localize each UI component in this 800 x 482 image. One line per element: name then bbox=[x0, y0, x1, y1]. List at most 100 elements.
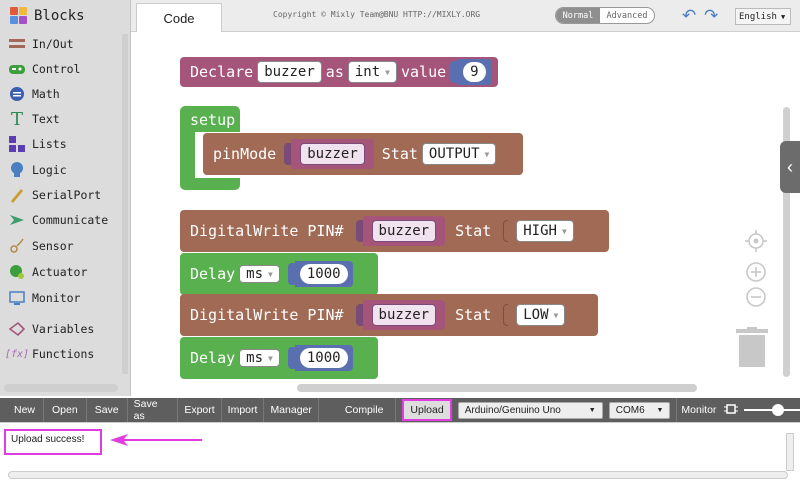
digitalwrite-stat-select[interactable]: HIGH▼ bbox=[516, 220, 574, 242]
new-button[interactable]: New bbox=[0, 398, 45, 422]
delay-block-2[interactable]: Delay ms▼ 1000 bbox=[180, 337, 378, 379]
in-out-icon bbox=[8, 35, 26, 53]
monitor-button[interactable]: Monitor bbox=[676, 398, 720, 422]
digitalwrite-var-block[interactable]: buzzer bbox=[362, 216, 446, 246]
digitalwrite-stat-block[interactable]: HIGH▼ bbox=[508, 216, 582, 246]
collapse-panel-chevron-icon[interactable]: ‹ bbox=[780, 141, 800, 193]
tab-code[interactable]: Code bbox=[136, 3, 222, 32]
digitalwrite-stat-block[interactable]: LOW▼ bbox=[508, 300, 574, 330]
declare-as-label: as bbox=[325, 63, 344, 81]
category-lists[interactable]: Lists bbox=[8, 132, 67, 156]
chevron-down-icon: ▼ bbox=[268, 353, 273, 363]
slider-track bbox=[744, 409, 800, 411]
sidebar-scrollbar[interactable] bbox=[122, 34, 128, 374]
category-variables[interactable]: Variables bbox=[8, 317, 94, 341]
pinmode-var-value[interactable]: buzzer bbox=[300, 143, 365, 165]
trash-icon[interactable] bbox=[735, 327, 769, 373]
undo-icon[interactable]: ↶ bbox=[682, 6, 697, 25]
port-select[interactable]: COM6 ▼ bbox=[608, 401, 671, 419]
chevron-down-icon: ▼ bbox=[588, 406, 596, 414]
communicate-icon bbox=[8, 211, 26, 229]
declare-number-value[interactable]: 9 bbox=[463, 62, 486, 82]
digitalwrite-low-block[interactable]: DigitalWrite PIN# buzzer Stat LOW▼ bbox=[180, 294, 598, 336]
workspace-vertical-scrollbar[interactable] bbox=[783, 107, 790, 377]
category-label: Logic bbox=[32, 163, 67, 177]
workspace-horizontal-scrollbar[interactable] bbox=[297, 384, 697, 392]
delay-unit-value: ms bbox=[246, 266, 264, 282]
declare-block[interactable]: Declare buzzer as int▼ value 9 bbox=[180, 57, 498, 87]
category-label: Actuator bbox=[32, 265, 88, 279]
import-button[interactable]: Import bbox=[222, 398, 265, 422]
sidebar-horizontal-scrollbar[interactable] bbox=[4, 384, 118, 392]
category-monitor[interactable]: Monitor bbox=[8, 286, 80, 310]
category-label: Sensor bbox=[32, 239, 74, 253]
pinmode-block[interactable]: pinMode buzzer Stat OUTPUT▼ bbox=[203, 133, 523, 175]
functions-icon: [fx] bbox=[4, 348, 30, 360]
pinmode-stat-select[interactable]: OUTPUT▼ bbox=[421, 143, 497, 165]
delay-number-value[interactable]: 1000 bbox=[299, 348, 348, 368]
category-actuator[interactable]: Actuator bbox=[8, 260, 87, 284]
port-value: COM6 bbox=[615, 404, 645, 416]
category-control[interactable]: Control bbox=[8, 57, 80, 81]
pinmode-var-block[interactable]: buzzer bbox=[291, 139, 374, 169]
digitalwrite-var-block[interactable]: buzzer bbox=[362, 300, 446, 330]
delay-block-1[interactable]: Delay ms▼ 1000 bbox=[180, 253, 378, 295]
export-button[interactable]: Export bbox=[178, 398, 222, 422]
mode-normal[interactable]: Normal bbox=[556, 8, 600, 23]
delay-number-block[interactable]: 1000 bbox=[294, 261, 353, 287]
block-workspace[interactable]: Declare buzzer as int▼ value 9 setup pin… bbox=[131, 33, 800, 396]
copyright-text: Copyright © Mixly Team@BNU HTTP://MIXLY.… bbox=[273, 10, 481, 19]
board-select[interactable]: Arduino/Genuino Uno ▼ bbox=[457, 401, 603, 419]
variables-icon bbox=[8, 320, 26, 338]
delay-number-block[interactable]: 1000 bbox=[294, 345, 353, 371]
mode-toggle[interactable]: Normal Advanced bbox=[555, 7, 655, 24]
monitor-icon bbox=[8, 289, 26, 307]
open-button[interactable]: Open bbox=[44, 398, 87, 422]
category-text[interactable]: T Text bbox=[8, 107, 60, 131]
chevron-down-icon: ▼ bbox=[385, 67, 390, 77]
zoom-in-icon[interactable] bbox=[746, 262, 766, 288]
declare-keyword: Declare bbox=[190, 63, 254, 81]
language-select[interactable]: English ▼ bbox=[735, 8, 791, 25]
delay-unit-value: ms bbox=[246, 350, 264, 366]
actuator-icon bbox=[8, 263, 26, 281]
category-in-out[interactable]: In/Out bbox=[8, 32, 74, 56]
console-vertical-scrollbar[interactable] bbox=[786, 433, 794, 471]
redo-icon[interactable]: ↷ bbox=[704, 6, 719, 25]
delay-unit-select[interactable]: ms▼ bbox=[239, 265, 280, 283]
blocks-logo-icon bbox=[10, 7, 28, 25]
size-slider[interactable] bbox=[744, 403, 800, 417]
compile-button[interactable]: Compile bbox=[339, 398, 397, 422]
declare-value-label: value bbox=[400, 63, 447, 81]
category-math[interactable]: Math bbox=[8, 82, 60, 106]
pinmode-stat-value: OUTPUT bbox=[428, 146, 480, 162]
declare-type-select[interactable]: int▼ bbox=[347, 61, 397, 83]
mode-advanced[interactable]: Advanced bbox=[606, 10, 648, 21]
console-horizontal-scrollbar[interactable] bbox=[8, 471, 788, 479]
category-functions[interactable]: [fx] Functions bbox=[4, 342, 94, 366]
manager-button[interactable]: Manager bbox=[264, 398, 319, 422]
digitalwrite-var-value[interactable]: buzzer bbox=[371, 220, 437, 242]
digitalwrite-var-value[interactable]: buzzer bbox=[371, 304, 437, 326]
slider-handle[interactable] bbox=[772, 404, 785, 416]
upload-status-message: Upload success! bbox=[4, 429, 102, 455]
save-button[interactable]: Save bbox=[87, 398, 128, 422]
delay-number-value[interactable]: 1000 bbox=[299, 264, 348, 284]
declare-var-field[interactable]: buzzer bbox=[257, 61, 322, 83]
delay-unit-select[interactable]: ms ▼ bbox=[239, 349, 280, 367]
digitalwrite-label: DigitalWrite PIN# bbox=[190, 306, 344, 324]
digitalwrite-stat-select[interactable]: LOW▼ bbox=[516, 304, 566, 326]
declare-number-block[interactable]: 9 bbox=[457, 59, 492, 85]
category-label: Text bbox=[32, 112, 60, 126]
save-as-button[interactable]: Save as bbox=[128, 398, 179, 422]
category-sensor[interactable]: Sensor bbox=[8, 234, 74, 258]
category-logic[interactable]: Logic bbox=[8, 158, 67, 182]
category-serialport[interactable]: SerialPort bbox=[8, 183, 101, 207]
category-label: SerialPort bbox=[32, 188, 102, 202]
chip-icon[interactable] bbox=[724, 402, 739, 419]
upload-button[interactable]: Upload bbox=[402, 399, 452, 421]
digitalwrite-high-block[interactable]: DigitalWrite PIN# buzzer Stat HIGH▼ bbox=[180, 210, 609, 252]
category-communicate[interactable]: Communicate bbox=[8, 208, 108, 232]
zoom-out-icon[interactable] bbox=[746, 287, 766, 313]
center-target-icon[interactable] bbox=[745, 230, 767, 258]
